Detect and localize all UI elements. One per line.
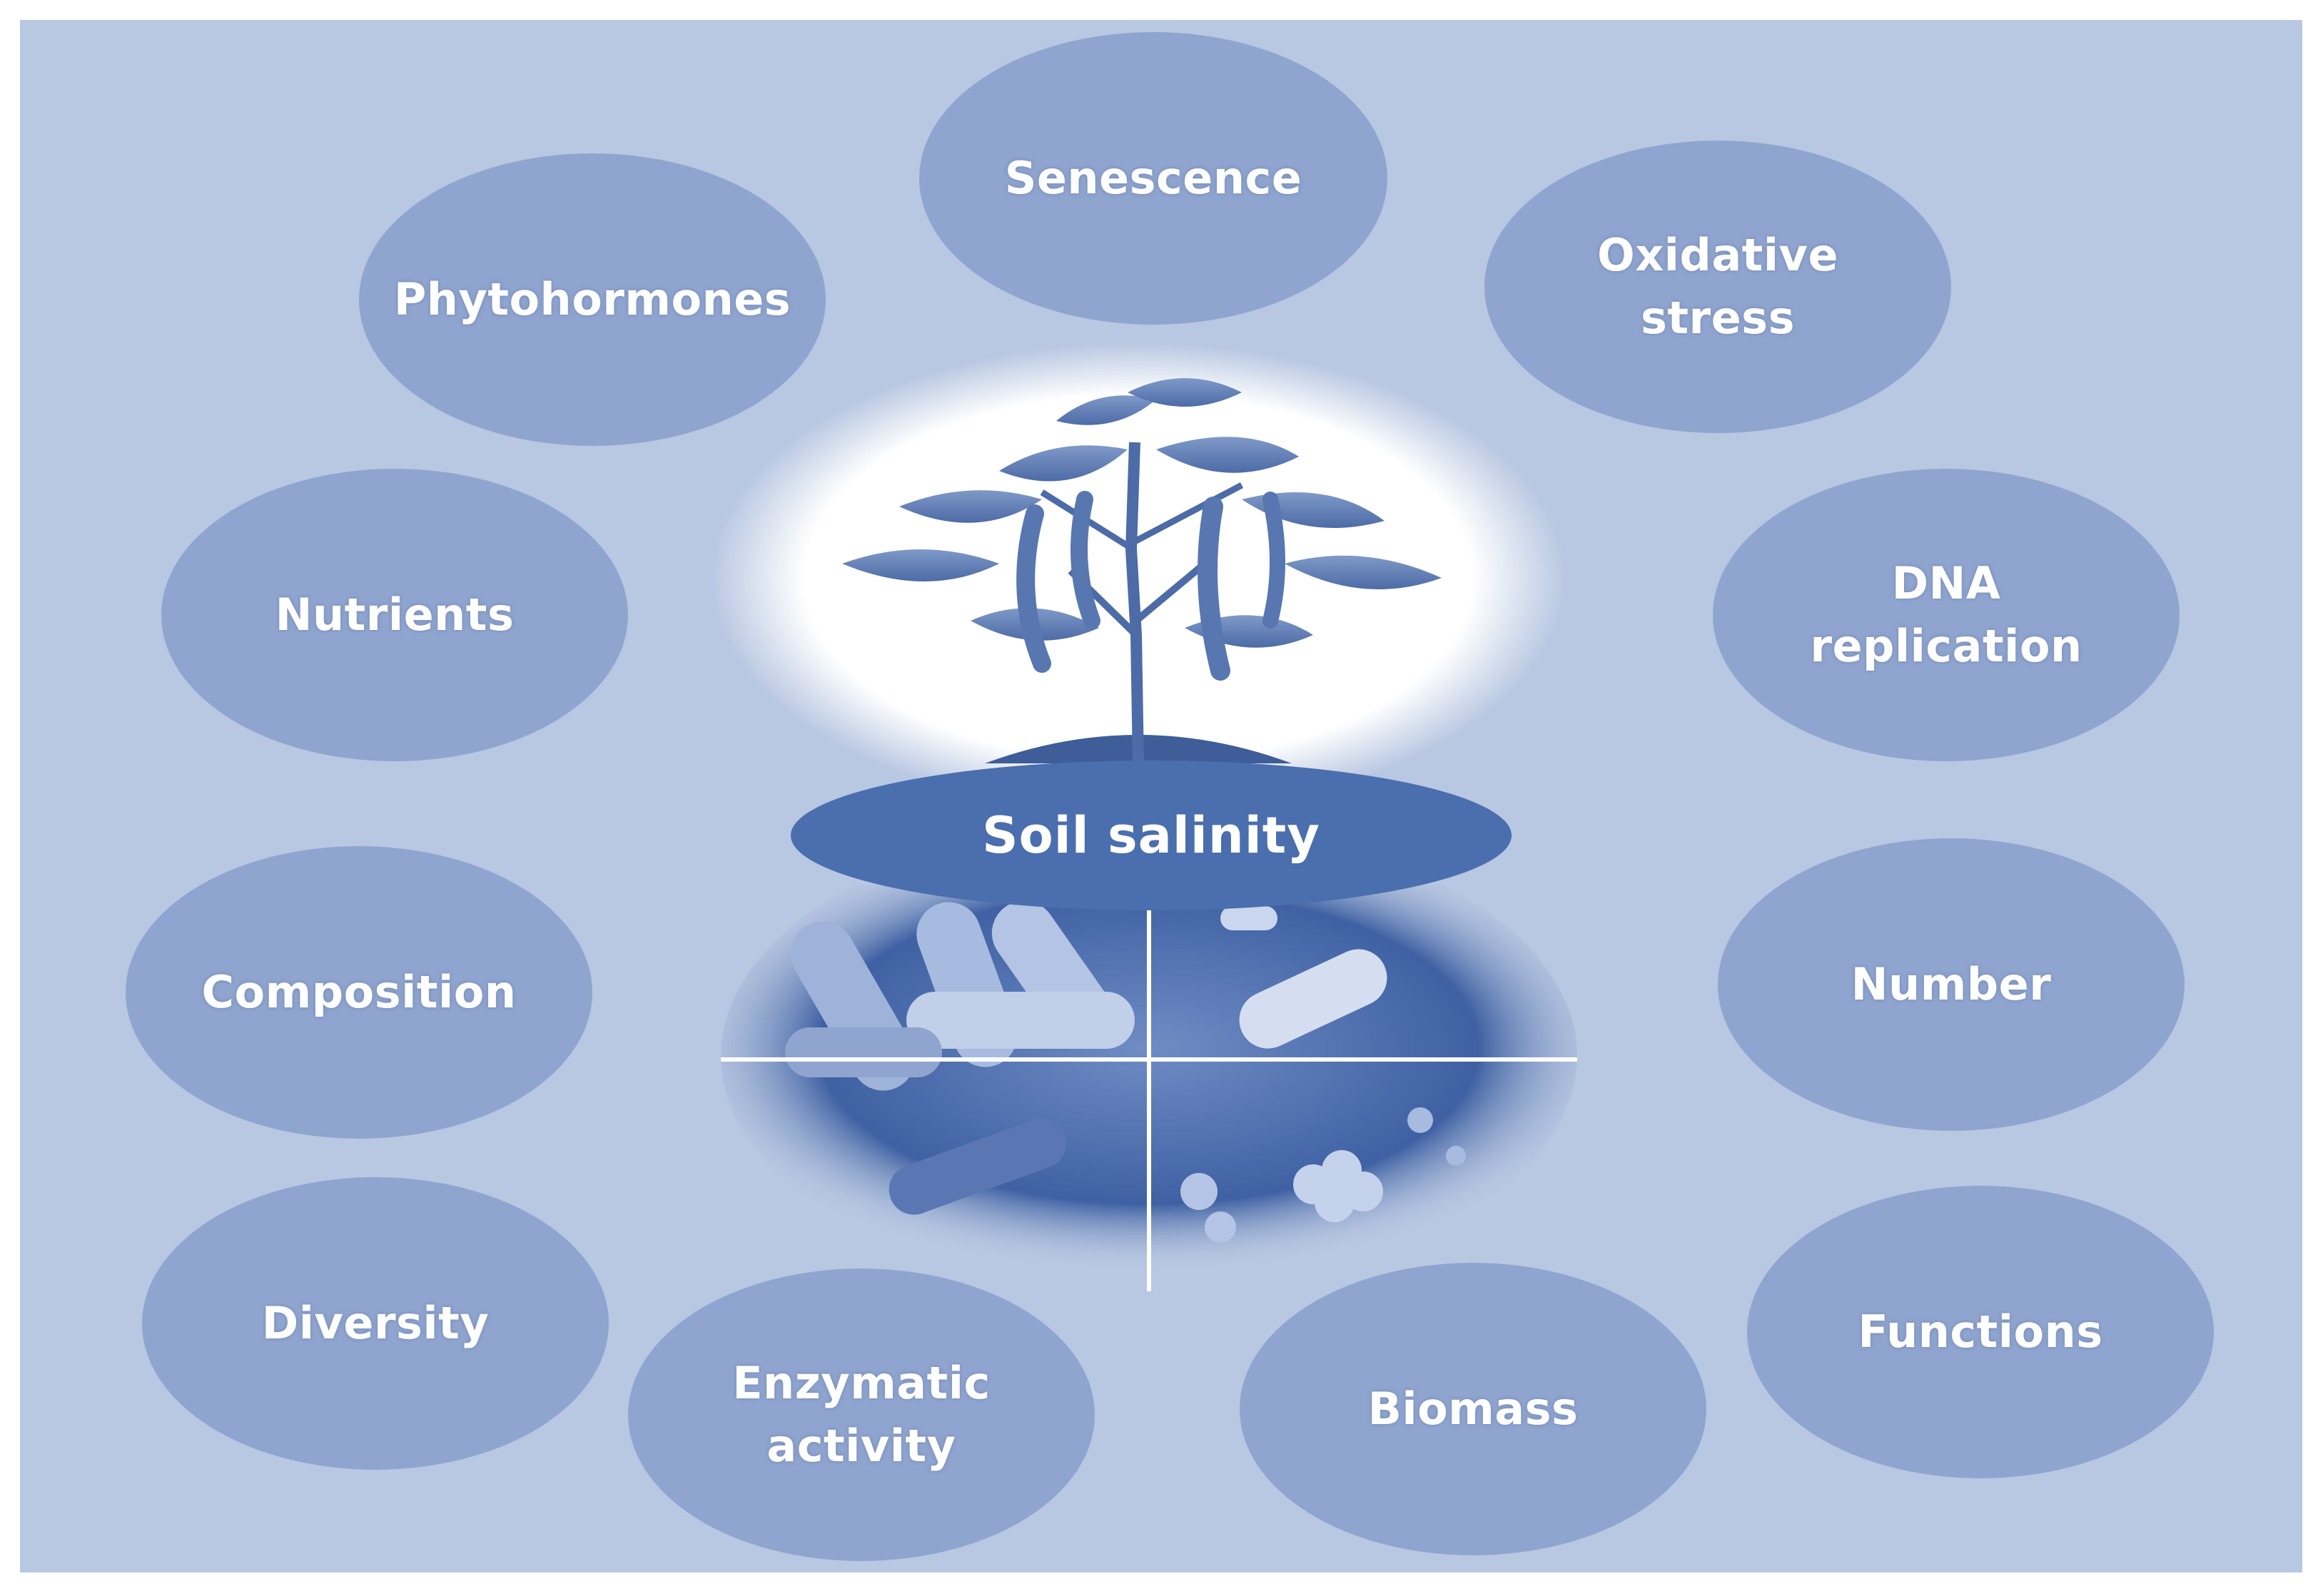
phytohormones-node: Phytohormones (359, 153, 826, 446)
plant-icon (710, 342, 1567, 792)
composition-label: Composition (201, 966, 517, 1018)
soil-salinity-node: Soil salinity (791, 761, 1512, 910)
phytohormones-label: Phytohormones (393, 273, 791, 325)
senescence-node: Senescence (919, 32, 1387, 325)
biomass-node: Biomass (1240, 1263, 1706, 1555)
enzymatic-activity-label: Enzymatic activity (732, 1357, 991, 1472)
senescence-label: Senescence (1004, 152, 1302, 204)
biomass-label: Biomass (1367, 1383, 1579, 1435)
oxidative-stress-node: Oxidative stress (1484, 141, 1951, 433)
dna-replication-label: DNA replication (1810, 557, 2082, 672)
enzymatic-activity-node: Enzymatic activity (628, 1269, 1095, 1561)
number-node: Number (1718, 838, 2185, 1131)
number-label: Number (1851, 958, 2052, 1010)
bacteria-icon (721, 885, 1577, 1291)
oxidative-stress-label: Oxidative stress (1596, 229, 1839, 344)
dna-replication-node: DNA replication (1713, 469, 2180, 761)
nutrients-node: Nutrients (161, 469, 628, 761)
functions-node: Functions (1747, 1186, 2214, 1478)
diversity-label: Diversity (261, 1297, 490, 1349)
diversity-node: Diversity (142, 1177, 609, 1470)
nutrients-label: Nutrients (275, 589, 515, 641)
soil-salinity-label: Soil salinity (982, 806, 1320, 865)
composition-node: Composition (126, 846, 592, 1139)
functions-label: Functions (1858, 1306, 2103, 1358)
